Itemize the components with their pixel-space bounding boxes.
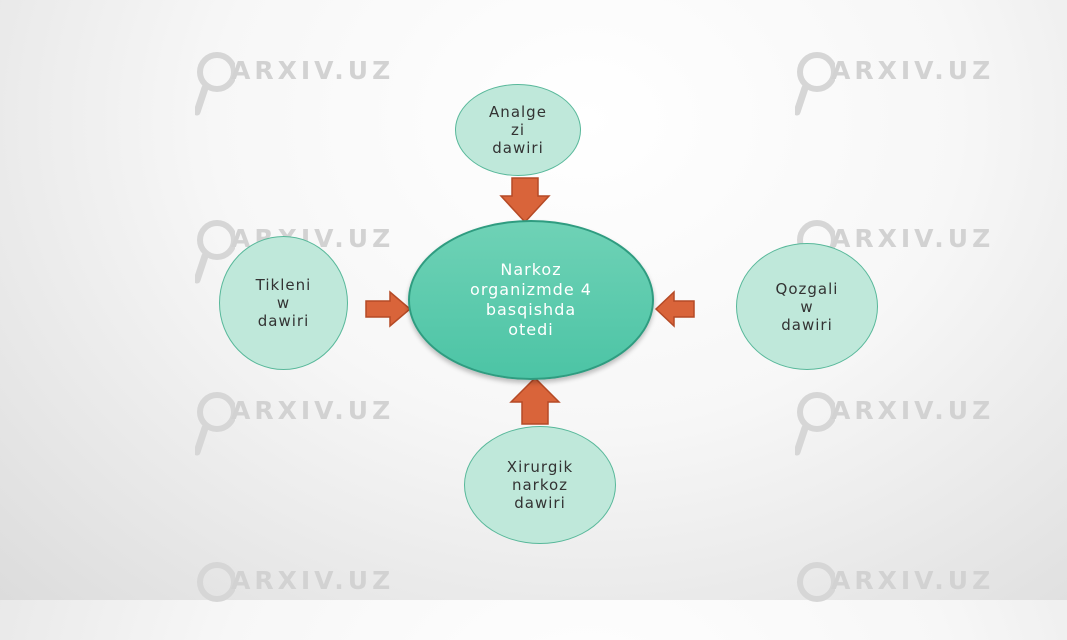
bottom-node: Xirurgik narkoz dawiri — [464, 426, 616, 544]
watermark-text: ARXIV.UZ — [231, 56, 395, 85]
watermark-text: ARXIV.UZ — [231, 566, 395, 595]
right-node: Qozgali w dawiri — [736, 243, 878, 370]
watermark-text: ARXIV.UZ — [831, 224, 995, 253]
watermark-text: ARXIV.UZ — [831, 396, 995, 425]
magnifier-icon — [195, 52, 235, 116]
watermark-text: ARXIV.UZ — [831, 566, 995, 595]
watermark-4: ARXIV.UZ — [795, 218, 1005, 298]
center-node: Narkoz organizmde 4 basqishda otedi — [408, 220, 654, 380]
magnifier-icon — [195, 220, 235, 284]
watermark-2: ARXIV.UZ — [795, 50, 1005, 130]
arrow-up-from-bottom — [509, 376, 561, 425]
arrow-right-from-left — [365, 290, 412, 328]
watermark-text: ARXIV.UZ — [231, 396, 395, 425]
magnifier-icon — [797, 562, 835, 602]
watermark-6: ARXIV.UZ — [795, 390, 1005, 470]
magnifier-icon — [795, 392, 835, 456]
watermark-5: ARXIV.UZ — [195, 390, 405, 470]
watermark-1: ARXIV.UZ — [195, 50, 405, 130]
arrow-down-from-top — [499, 177, 551, 224]
watermark-8: ARXIV.UZ — [795, 560, 1005, 640]
left-node: Tikleni w dawiri — [219, 236, 348, 370]
watermark-text: ARXIV.UZ — [831, 56, 995, 85]
magnifier-icon — [195, 392, 235, 456]
arrow-left-from-right — [654, 290, 695, 328]
magnifier-icon — [795, 52, 835, 116]
magnifier-icon — [197, 562, 235, 602]
watermark-7: ARXIV.UZ — [195, 560, 405, 640]
top-node: Analge zi dawiri — [455, 84, 581, 176]
